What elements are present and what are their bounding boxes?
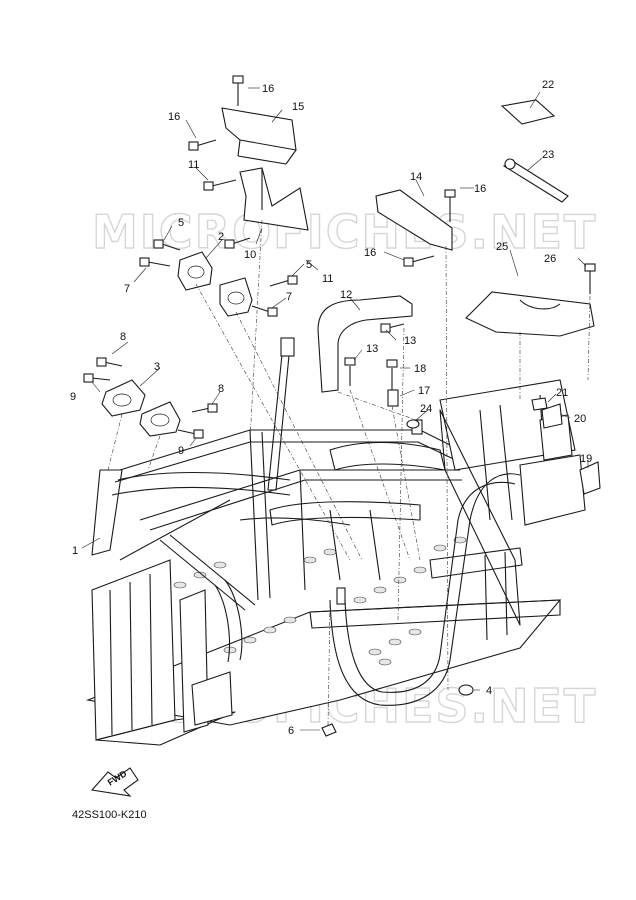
callout-23: 23 <box>542 149 554 161</box>
callout-5b: 5 <box>306 259 312 271</box>
callout-11a: 11 <box>188 159 199 171</box>
main-frame <box>85 337 586 746</box>
callout-21: 21 <box>556 387 568 399</box>
callout-22: 22 <box>542 79 554 91</box>
callout-13b: 13 <box>366 343 378 355</box>
plate-19 <box>579 461 601 495</box>
callout-5a: 5 <box>178 217 184 229</box>
callout-13a: 13 <box>404 335 416 347</box>
fwd-arrow: FWD <box>90 767 139 797</box>
callout-26: 26 <box>544 253 556 265</box>
callout-8a: 8 <box>120 331 126 343</box>
callouts: 1 2 3 4 5 5 6 7 7 8 8 9 9 10 11 11 12 13… <box>70 79 592 737</box>
bracket-12 <box>317 295 413 393</box>
callout-25: 25 <box>496 241 508 253</box>
bracket-15 <box>221 107 297 165</box>
callout-16d: 16 <box>364 247 376 259</box>
callout-3: 3 <box>154 361 160 373</box>
bracket-14 <box>375 189 453 251</box>
floor-holes <box>153 536 467 666</box>
engine-mount-upper <box>177 251 253 317</box>
callout-8b: 8 <box>218 383 224 395</box>
callout-7a: 7 <box>124 283 130 295</box>
clip-17 <box>387 389 399 407</box>
callout-11b: 11 <box>322 273 333 285</box>
callout-6: 6 <box>288 725 294 737</box>
callout-15: 15 <box>292 101 304 113</box>
callout-19: 19 <box>580 453 592 465</box>
dashed-lines <box>107 219 591 726</box>
bracket-10 <box>239 167 309 231</box>
callout-9b: 9 <box>178 445 184 457</box>
clip-6 <box>321 723 337 737</box>
cap-24 <box>406 419 420 429</box>
engine-mount-lower <box>101 379 181 437</box>
plate-20 <box>541 403 563 429</box>
callout-20: 20 <box>574 413 586 425</box>
callout-9a: 9 <box>70 391 76 403</box>
callout-12: 12 <box>340 289 352 301</box>
callout-4: 4 <box>486 685 492 697</box>
plate-21 <box>531 397 548 411</box>
callout-17: 17 <box>418 385 430 397</box>
callout-16b: 16 <box>168 111 180 123</box>
diagram-code: 42SS100-K210 <box>72 809 147 821</box>
bolts <box>83 75 596 439</box>
pad-22 <box>500 99 556 125</box>
callout-24: 24 <box>420 403 432 415</box>
callout-10: 10 <box>244 249 256 261</box>
callout-16c: 16 <box>474 183 486 195</box>
plate-25 <box>465 291 595 337</box>
grommet-4 <box>458 684 474 696</box>
callout-1: 1 <box>72 545 78 557</box>
callout-7b: 7 <box>286 291 292 303</box>
rod-23 <box>502 158 569 203</box>
callout-2: 2 <box>218 231 224 243</box>
watermark-top: MICROFICHES.NET <box>92 205 597 259</box>
callout-14: 14 <box>410 171 422 183</box>
callout-16a: 16 <box>262 83 274 95</box>
callout-18: 18 <box>414 363 426 375</box>
leader-lines <box>81 87 589 731</box>
